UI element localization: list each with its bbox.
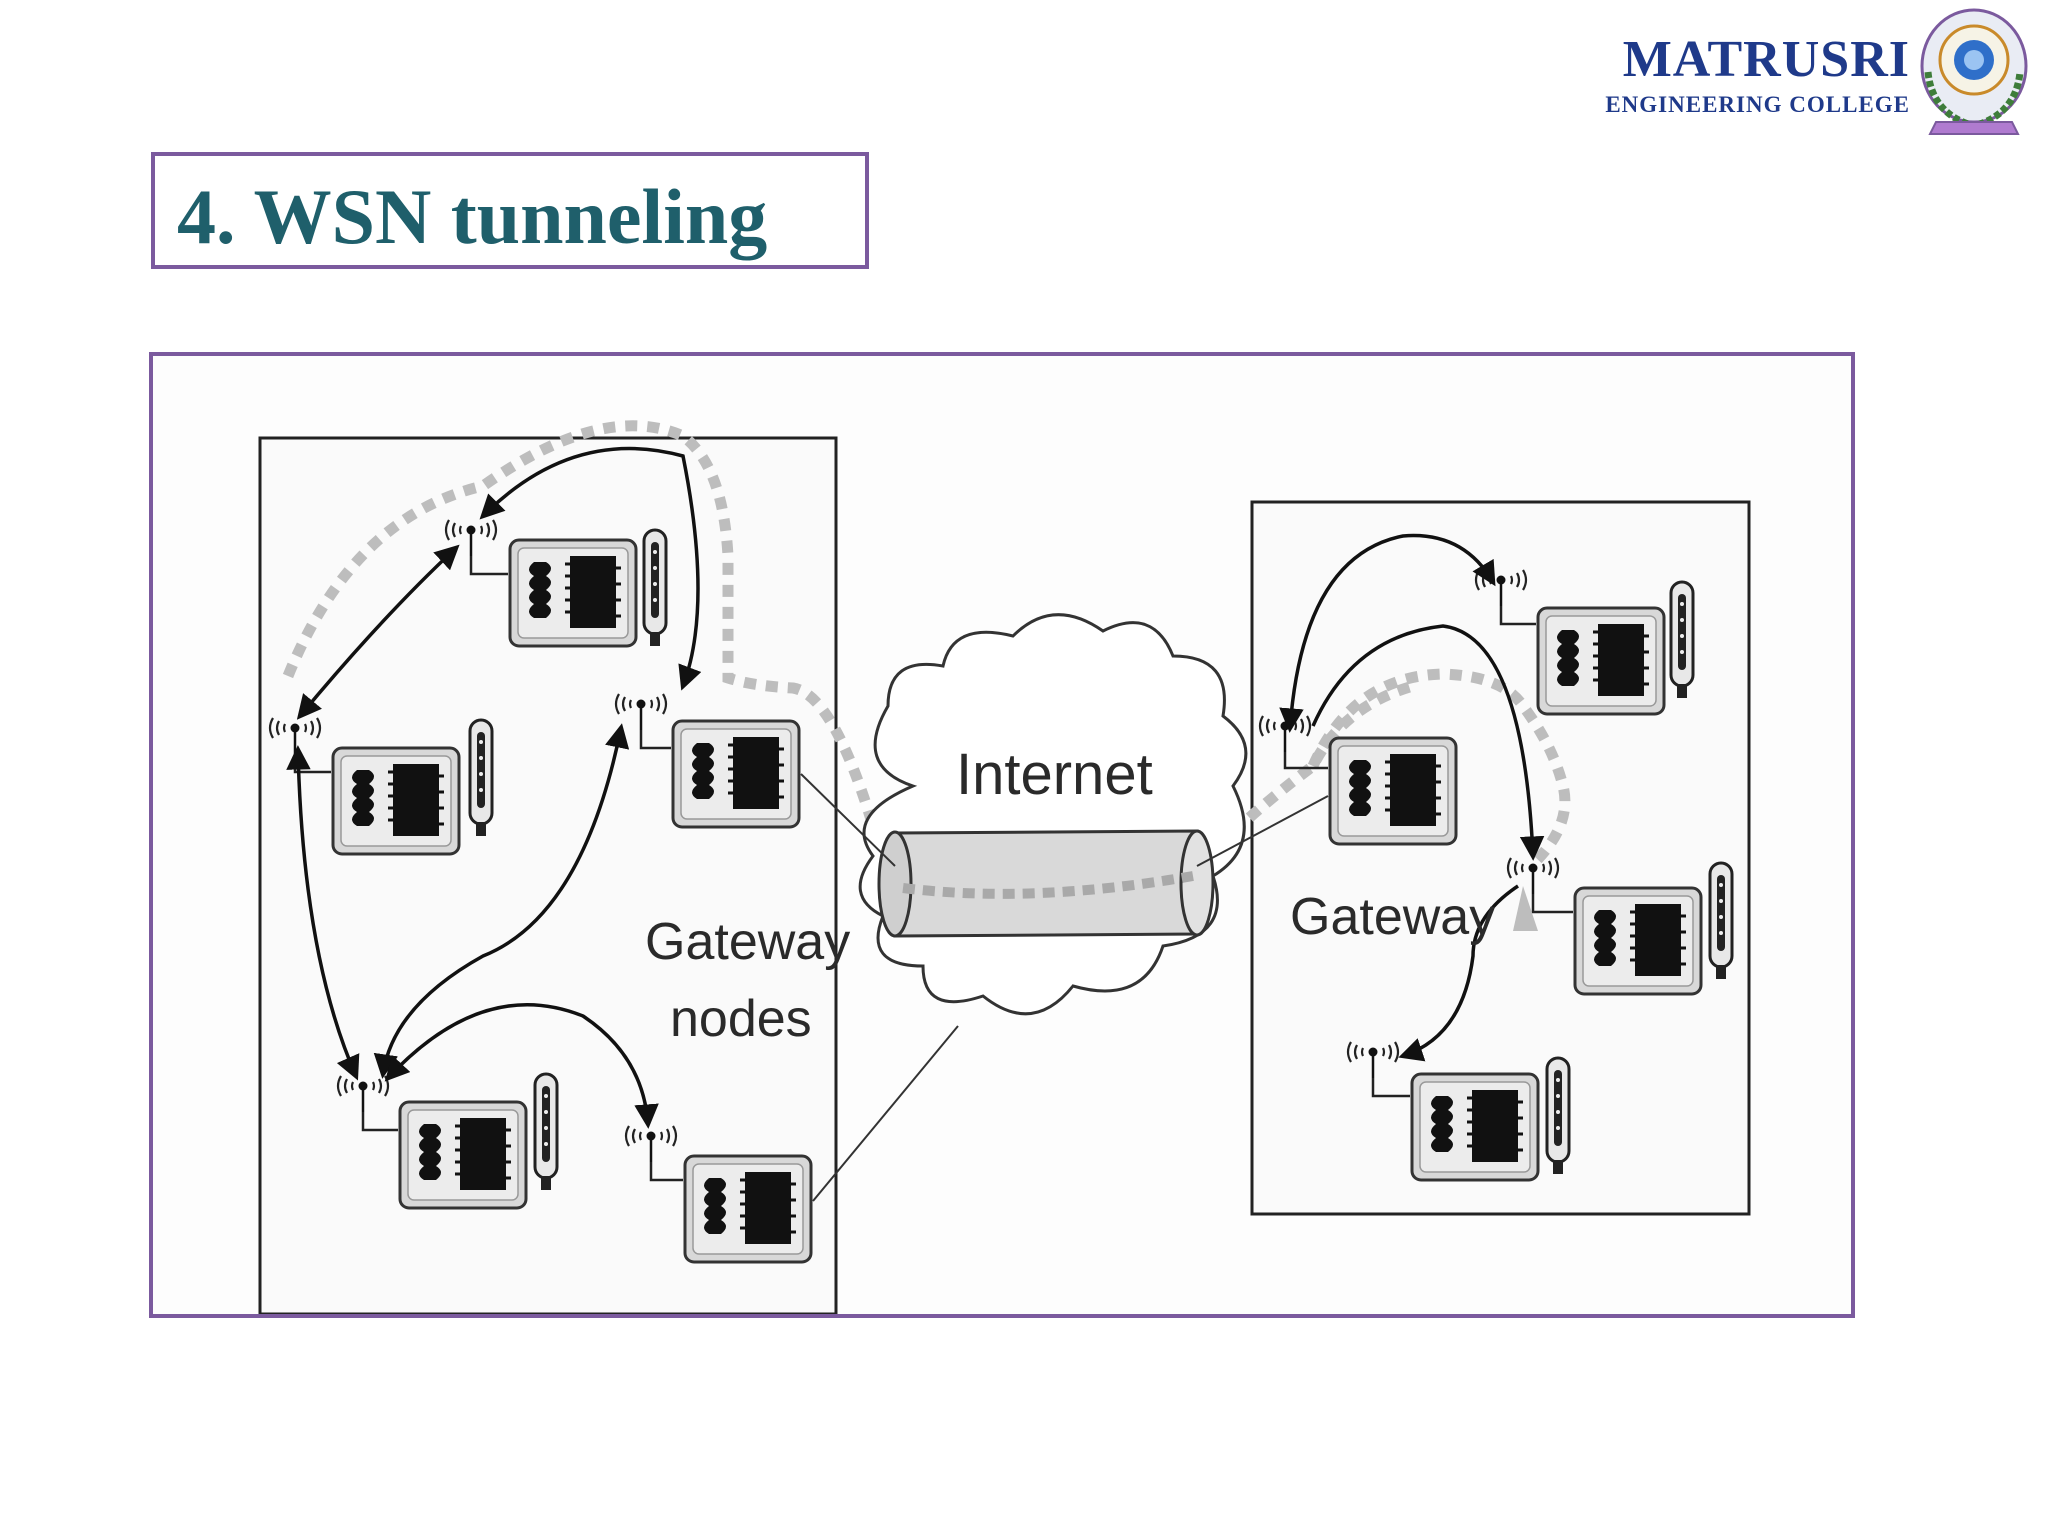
sensor-node-4 (1474, 568, 1695, 716)
gateway-node-left-top (614, 692, 801, 829)
link-right-gateway (1196, 795, 1329, 867)
left-radio-links (286, 446, 702, 1129)
college-emblem-icon (1920, 8, 2028, 135)
sensor-node-3 (336, 1072, 559, 1210)
link-left-gateway-top (800, 773, 896, 867)
logo-name: MATRUSRI (1622, 31, 1910, 88)
slide-title: 4. WSN tunneling (177, 173, 768, 260)
gateway-node-right (1258, 714, 1458, 846)
internet-label: Internet (956, 742, 1153, 807)
gateway-nodes-label-line1: Gateway (645, 913, 850, 971)
sensor-node-5 (1506, 856, 1734, 996)
wsn-tunneling-diagram: Internet (258, 420, 1751, 1314)
gateway-label: Gateway (1290, 888, 1495, 946)
gateway-nodes-label-line2: nodes (670, 990, 812, 1048)
right-radio-links (1279, 533, 1545, 1062)
sensor-node-6 (1346, 1040, 1571, 1182)
slide-title-box: 4. WSN tunneling (151, 152, 869, 269)
gateway-node-left-bottom (624, 1124, 813, 1264)
logo-subtitle: ENGINEERING COLLEGE (1605, 92, 1910, 117)
link-left-gateway-bottom (812, 1025, 959, 1202)
college-logo: MATRUSRI ENGINEERING COLLEGE (1590, 0, 2048, 150)
internet-cloud (858, 613, 1248, 1016)
diagram-frame: Internet (149, 352, 1855, 1318)
tunnel-path-left (282, 420, 1415, 895)
